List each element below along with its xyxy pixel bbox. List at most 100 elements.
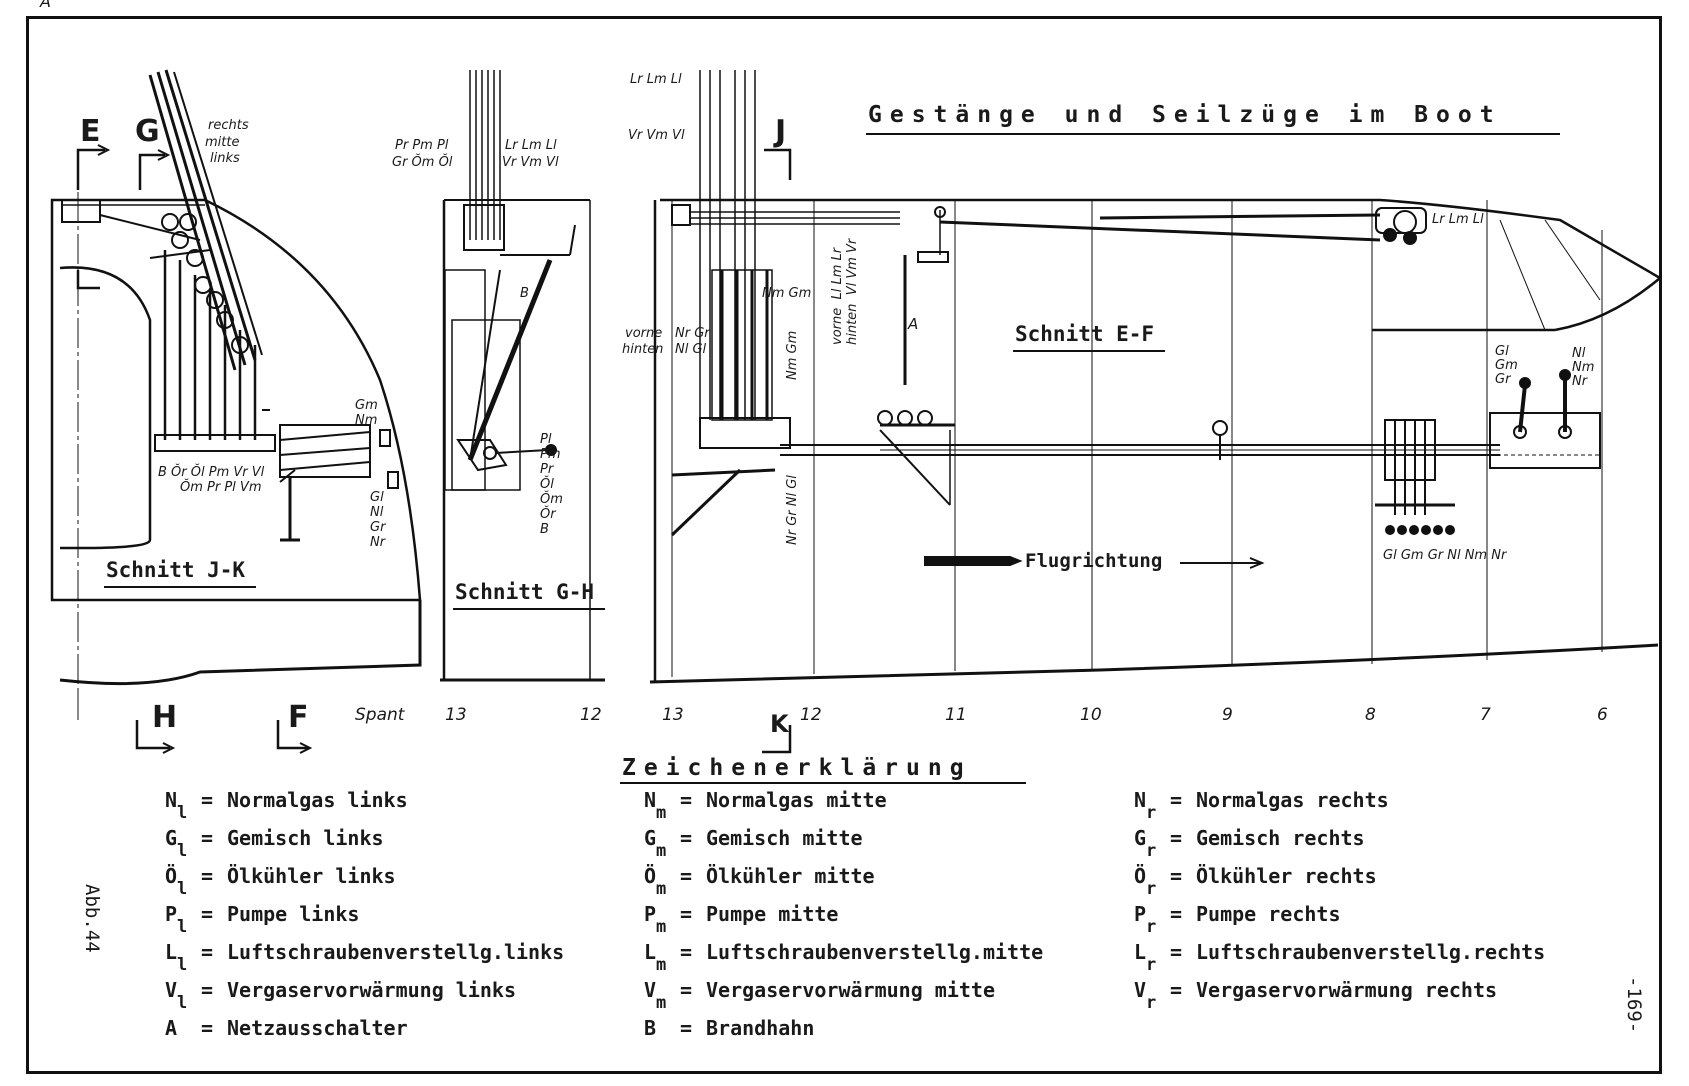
legend-entry: Pr=Pumpe rechts	[1134, 902, 1341, 937]
legend-symbol-letter: L	[644, 940, 657, 964]
legend-symbol: Öm	[644, 864, 680, 899]
legend-entry: Öm=Ölkühler mitte	[644, 864, 875, 899]
spant-label: Spant	[355, 705, 405, 725]
legend-text: Normalgas mitte	[706, 788, 887, 812]
section-jk-underline	[104, 586, 256, 588]
ef-nm-gm: Nm Gm	[762, 286, 812, 301]
legend-heading: Zeichenerklärung	[622, 755, 972, 781]
legend-symbol-subscript: r	[1146, 993, 1157, 1013]
cut-marker-j: J	[775, 114, 787, 149]
legend-entry: Ll=Luftschraubenverstellg.links	[165, 940, 564, 975]
legend-equals: =	[201, 1016, 214, 1040]
legend-text: Pumpe rechts	[1196, 902, 1341, 926]
legend-symbol: Vr	[1134, 978, 1170, 1013]
legend-equals: =	[680, 902, 693, 926]
legend-entry: Vr=Vergaservorwärmung rechts	[1134, 978, 1497, 1013]
cut-marker-k: K	[770, 710, 789, 738]
legend-entry: Nm=Normalgas mitte	[644, 788, 887, 823]
legend-entry: Lm=Luftschraubenverstellg.mitte	[644, 940, 1043, 975]
section-title-jk: Schnitt J-K	[106, 558, 246, 582]
legend-symbol-letter: N	[1134, 788, 1147, 812]
legend-equals: =	[680, 1016, 693, 1040]
legend-entry: Nl=Normalgas links	[165, 788, 408, 823]
ef-nm-gm-vertical: Nm Gm	[785, 330, 800, 380]
legend-entry: Pm=Pumpe mitte	[644, 902, 839, 937]
spant-number: 8	[1365, 705, 1376, 725]
legend-symbol: A	[165, 1016, 201, 1040]
legend-symbol-subscript: l	[177, 879, 188, 899]
section-ef-underline	[1013, 350, 1165, 352]
legend-symbol-subscript: m	[656, 879, 667, 899]
legend-equals: =	[201, 940, 214, 964]
legend-equals: =	[1170, 940, 1183, 964]
ef-top2: Vr Vm Vl	[628, 128, 685, 143]
label-rechts: rechts	[208, 118, 249, 133]
legend-symbol-letter: A	[165, 1016, 178, 1040]
legend-symbol-letter: L	[1134, 940, 1147, 964]
jk-right-top-labels: Gm Nm	[355, 398, 378, 428]
legend-entry: Pl=Pumpe links	[165, 902, 359, 937]
legend-symbol-subscript: r	[1146, 841, 1157, 861]
jk-lever-row2: Ŏm Pr Pl Vm	[180, 480, 262, 495]
spant-number: 6	[1597, 705, 1608, 725]
legend-symbol-letter: G	[1134, 826, 1147, 850]
ef-vertical-left: Nr Gr Nl Gl	[785, 475, 800, 545]
legend-symbol-letter: V	[1134, 978, 1147, 1002]
legend-equals: =	[1170, 902, 1183, 926]
gh-top-right2: Vr Vm Vl	[502, 155, 559, 170]
jk-lever-row1: B Ŏr Ŏl Pm Vr Vl	[158, 465, 265, 480]
ef-vorne: vorne	[625, 326, 663, 341]
switch-a-label: A	[908, 315, 919, 333]
section-title-gh: Schnitt G-H	[455, 580, 595, 604]
legend-entry: A = Netzausschalter	[165, 1016, 408, 1040]
legend-symbol: Pl	[165, 902, 201, 937]
ef-nr-gr: Nr Gr	[675, 326, 710, 341]
ef-bottom-row: Gl Gm Gr Nl Nm Nr	[1383, 548, 1507, 563]
legend-equals: =	[680, 788, 693, 812]
jk-right-bottom-labels: Gl Nl Gr Nr	[370, 490, 386, 550]
legend-symbol: Ör	[1134, 864, 1170, 899]
legend-text: Normalgas rechts	[1196, 788, 1389, 812]
ef-top1: Lr Lm Ll	[630, 72, 682, 87]
legend-symbol-subscript: r	[1146, 917, 1157, 937]
legend-symbol-letter: G	[644, 826, 657, 850]
legend-symbol: Gr	[1134, 826, 1170, 861]
legend-symbol-subscript: r	[1146, 879, 1157, 899]
legend-entry: Gl=Gemisch links	[165, 826, 384, 861]
legend-symbol: Gm	[644, 826, 680, 861]
gh-label-b: B	[520, 286, 529, 301]
cut-markers-bottom	[77, 690, 792, 754]
legend-symbol-letter: P	[644, 902, 657, 926]
legend-symbol-letter: N	[165, 788, 178, 812]
legend-symbol: Lm	[644, 940, 680, 975]
legend-text: Ölkühler rechts	[1196, 864, 1377, 888]
gh-top-left1: Pr Pm Pl	[395, 138, 449, 153]
legend-symbol: Lr	[1134, 940, 1170, 975]
legend-heading-underline	[620, 782, 1026, 784]
cut-marker-e: E	[80, 114, 101, 149]
legend-symbol-subscript: l	[177, 917, 188, 937]
legend-symbol-subscript: m	[656, 841, 667, 861]
legend-symbol-letter: P	[165, 902, 178, 926]
spant-number: 13	[662, 705, 684, 725]
legend-symbol: Vl	[165, 978, 201, 1013]
cut-marker-g: G	[135, 114, 160, 149]
ef-nl-gl: Nl Gl	[675, 342, 707, 357]
legend-symbol-subscript: l	[177, 841, 188, 861]
legend-text: Pumpe mitte	[706, 902, 839, 926]
legend-equals: =	[1170, 978, 1183, 1002]
legend-equals: =	[1170, 826, 1183, 850]
legend-symbol-subscript: r	[1146, 803, 1157, 823]
spant-number: 11	[945, 705, 967, 725]
page-number: -169-	[1623, 976, 1645, 1034]
legend-symbol-subscript: m	[656, 993, 667, 1013]
legend-text: Netzausschalter	[227, 1016, 408, 1040]
gh-top-right1: Lr Lm Ll	[505, 138, 557, 153]
legend-symbol-subscript: l	[177, 803, 188, 823]
legend-text: Gemisch mitte	[706, 826, 863, 850]
legend-entry: Lr=Luftschraubenverstellg.rechts	[1134, 940, 1545, 975]
legend-text: Vergaservorwärmung mitte	[706, 978, 995, 1002]
legend-symbol-letter: G	[165, 826, 178, 850]
spant-number: 10	[1080, 705, 1102, 725]
